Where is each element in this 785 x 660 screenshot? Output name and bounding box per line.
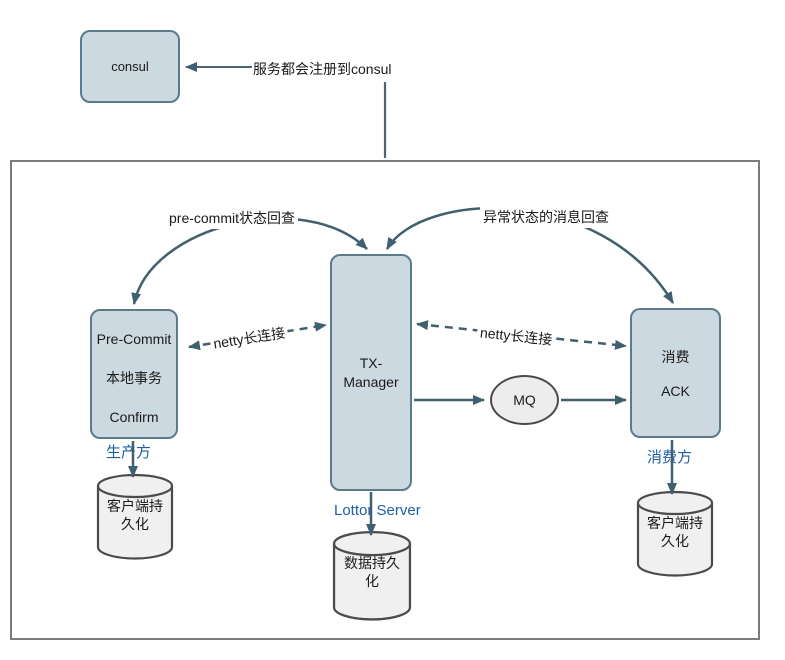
consumer-db-line2: 久化 [661, 533, 689, 550]
server-db-line1: 数据持久 [344, 555, 400, 571]
precommit-check-label: pre-commit状态回查 [166, 207, 299, 229]
node-server-db: 数据持久 化 [332, 530, 412, 621]
pre-commit-line2: 本地事务 [106, 370, 162, 386]
mq-label: MQ [513, 392, 536, 408]
server-db-line2: 化 [365, 573, 379, 590]
consumer-db-line1: 客户端持 [647, 515, 703, 531]
system-boundary-box [10, 160, 760, 640]
consume-ack-line2: ACK [661, 383, 690, 399]
node-consume-ack: 消费 ACK [630, 308, 721, 438]
node-mq: MQ [490, 375, 559, 425]
consume-ack-line1: 消费 [661, 349, 690, 365]
producer-db-line2: 久化 [121, 516, 149, 533]
producer-role-label: 生产方 [106, 444, 152, 461]
database-cylinder-icon [96, 473, 174, 560]
tx-manager-line2: Manager [343, 373, 399, 390]
database-cylinder-icon [332, 530, 412, 621]
register-note-label: 服务都会注册到consul [253, 61, 392, 77]
database-cylinder-icon [636, 490, 714, 577]
abnormal-check-label: 异常状态的消息回查 [480, 206, 612, 228]
node-consul-label: consul [111, 59, 149, 74]
pre-commit-line3: Confirm [109, 409, 159, 425]
node-consul: consul [80, 30, 180, 103]
consumer-role-label: 消费方 [647, 449, 693, 466]
tx-manager-line1: TX- [359, 354, 383, 371]
node-consumer-db: 客户端持 久化 [636, 490, 714, 577]
lottor-server-label: Lottor Server [334, 502, 421, 519]
node-tx-manager: TX- Manager [330, 254, 412, 491]
producer-db-line1: 客户端持 [107, 498, 163, 514]
node-pre-commit: Pre-Commit 本地事务 Confirm [90, 309, 178, 439]
node-producer-db: 客户端持 久化 [96, 473, 174, 560]
pre-commit-line1: Pre-Commit [96, 331, 172, 347]
